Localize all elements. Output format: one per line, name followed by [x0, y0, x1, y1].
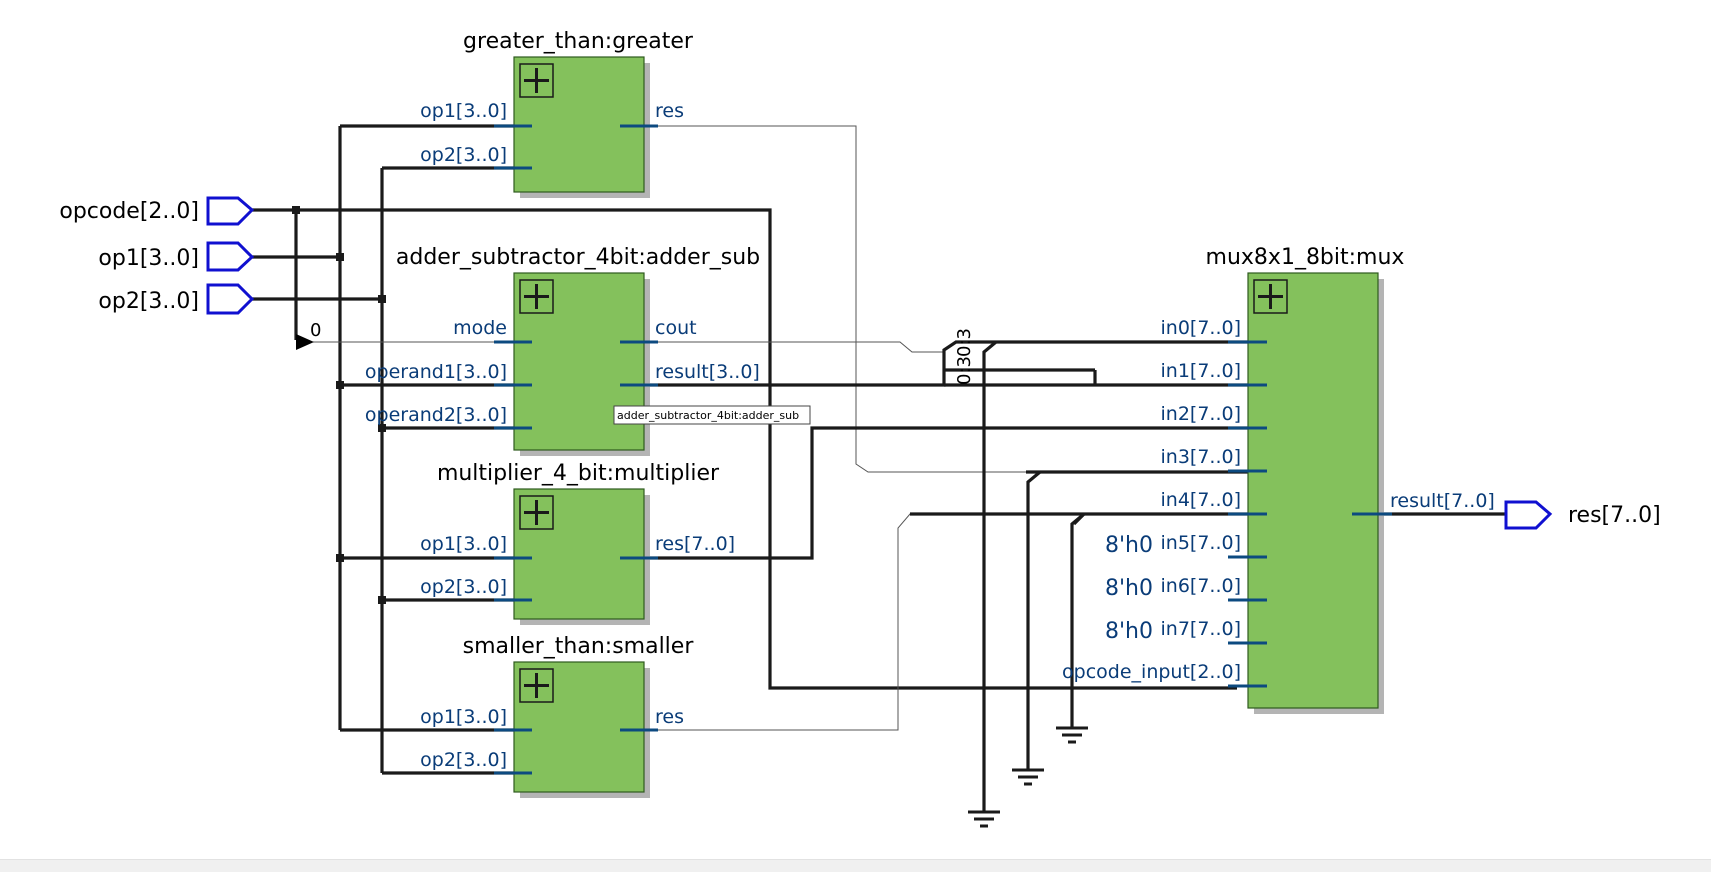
junction-dot: [378, 424, 386, 432]
port-label: in3[7..0]: [1161, 446, 1242, 468]
port-label: in4[7..0]: [1161, 489, 1242, 511]
junction-dot: [378, 295, 386, 303]
constant-driver-icon[interactable]: [296, 334, 314, 350]
port-label: op1[3..0]: [420, 706, 507, 728]
mode-constant-label: 0: [310, 320, 321, 341]
port-label: op1[3..0]: [420, 100, 507, 122]
block-title: mux8x1_8bit:mux: [1206, 245, 1405, 270]
port-label: res: [655, 706, 684, 728]
output-pin-icon[interactable]: [1504, 500, 1553, 530]
expand-icon[interactable]: [1253, 279, 1288, 314]
port-label: res[7..0]: [655, 533, 735, 555]
tooltip-text: adder_subtractor_4bit:adder_sub: [617, 409, 799, 422]
port-label: in6[7..0]: [1161, 575, 1242, 597]
bus-slice-label: 0:3: [954, 328, 975, 357]
port-label: op2[3..0]: [420, 576, 507, 598]
block-title: smaller_than:smaller: [463, 634, 695, 659]
port-label: res: [655, 100, 684, 122]
wire-gnd-2[interactable]: [1026, 470, 1042, 770]
output-label: res[7..0]: [1568, 503, 1661, 528]
block-body[interactable]: [1247, 272, 1379, 709]
junction-dot: [336, 381, 344, 389]
expand-icon[interactable]: [519, 63, 554, 98]
input-pin-icon[interactable]: [206, 283, 255, 315]
input-label-opcode: opcode[2..0]: [59, 199, 199, 224]
mux-constant-label: 8'h0: [1105, 576, 1153, 601]
mux-constant-label: 8'h0: [1105, 533, 1153, 558]
wire-adder-result-in1[interactable]: [944, 370, 1267, 387]
wire-in5-branch[interactable]: [1072, 512, 1086, 526]
wire-mult-res[interactable]: [620, 426, 1267, 560]
input-pin-icon[interactable]: [206, 196, 255, 226]
block-title: multiplier_4_bit:multiplier: [437, 461, 720, 486]
port-label: cout: [655, 317, 697, 339]
hover-tooltip: adder_subtractor_4bit:adder_sub: [613, 405, 811, 425]
port-label: operand2[3..0]: [365, 404, 507, 426]
expand-icon[interactable]: [519, 279, 554, 314]
block-title: adder_subtractor_4bit:adder_sub: [396, 245, 760, 270]
port-label: in7[7..0]: [1161, 618, 1242, 640]
block-multiplier[interactable]: multiplier_4_bit:multiplier op1[3..0] op…: [420, 461, 735, 625]
junction-dot: [336, 253, 344, 261]
output-pin-res[interactable]: res[7..0]: [1504, 500, 1661, 530]
port-label: result[3..0]: [655, 361, 760, 383]
port-label: in5[7..0]: [1161, 532, 1242, 554]
wire-greater-res[interactable]: [620, 125, 1026, 473]
input-label-op2: op2[3..0]: [98, 289, 199, 314]
ground-icon: [1012, 768, 1044, 786]
port-label: operand1[3..0]: [365, 361, 507, 383]
status-bar: [0, 859, 1711, 872]
port-label: in0[7..0]: [1161, 317, 1242, 339]
mux-input-ports: in0[7..0] in1[7..0] in2[7..0] in3[7..0] in4[…: [1062, 317, 1267, 688]
wire-adder-result-in0[interactable]: [620, 340, 1267, 387]
expand-icon[interactable]: [519, 668, 554, 703]
input-pin-opcode[interactable]: opcode[2..0]: [59, 196, 255, 226]
input-pin-op1[interactable]: op1[3..0]: [98, 241, 255, 272]
port-label: op1[3..0]: [420, 533, 507, 555]
expand-icon[interactable]: [519, 495, 554, 530]
wire-opcode[interactable]: [252, 208, 1237, 690]
port-label: op2[3..0]: [420, 749, 507, 771]
ground-icon: [1056, 726, 1088, 744]
junction-dot: [336, 554, 344, 562]
port-label: in2[7..0]: [1161, 403, 1242, 425]
mux-constant-label: 8'h0: [1105, 619, 1153, 644]
input-label-op1: op1[3..0]: [98, 246, 199, 271]
junction-dot: [292, 206, 300, 214]
wire-gnd-1[interactable]: [982, 340, 998, 812]
port-label: in1[7..0]: [1161, 360, 1242, 382]
input-pin-op2[interactable]: op2[3..0]: [98, 283, 255, 315]
port-label: result[7..0]: [1390, 490, 1495, 512]
block-greater-than[interactable]: greater_than:greater op1[3..0] op2[3..0]…: [420, 29, 694, 198]
junctions: [292, 206, 386, 604]
input-pin-icon[interactable]: [206, 241, 255, 272]
block-adder-subtractor[interactable]: adder_subtractor_4bit:adder_sub mode ope…: [365, 245, 760, 456]
port-label: mode: [453, 317, 507, 339]
wire-gnd-3[interactable]: [1070, 512, 1086, 728]
block-title: greater_than:greater: [463, 29, 694, 54]
bus-slice-label: 0:3: [954, 356, 975, 385]
junction-dot: [378, 596, 386, 604]
ground-icon: [968, 810, 1000, 828]
block-mux[interactable]: mux8x1_8bit:mux in0[7..0] in1[7..0] in2[7.…: [1062, 245, 1495, 714]
port-label: opcode_input[2..0]: [1062, 661, 1241, 683]
port-label: op2[3..0]: [420, 144, 507, 166]
block-smaller-than[interactable]: smaller_than:smaller op1[3..0] op2[3..0]…: [420, 634, 694, 798]
